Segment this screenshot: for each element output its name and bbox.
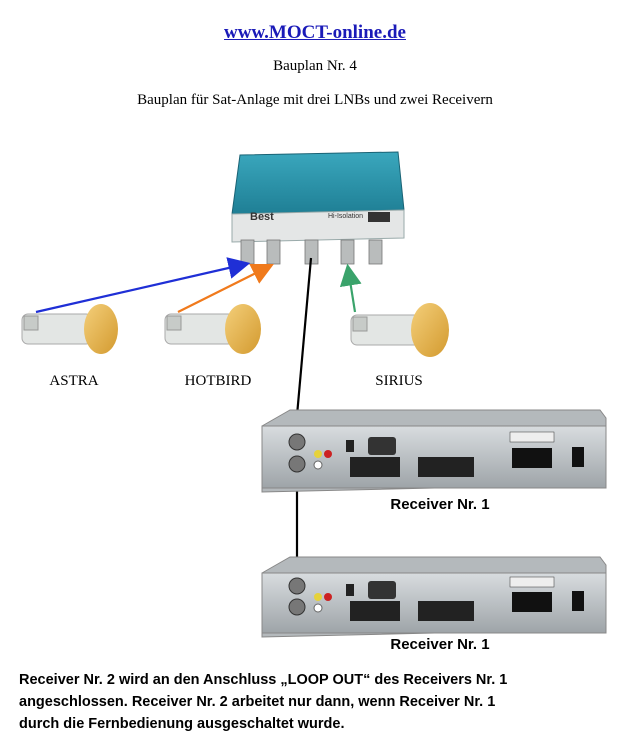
receiver-2-label: Receiver Nr. 1 (390, 636, 489, 653)
lnb-sirius (350, 303, 449, 357)
receiver-1 (261, 409, 607, 493)
lnb-astra (21, 304, 118, 354)
arrow-sirius (339, 263, 362, 313)
receiver-1-label: Receiver Nr. 1 (390, 496, 489, 513)
footer-note-line-2: angeschlossen. Receiver Nr. 2 arbeitet n… (19, 694, 496, 710)
lnb-hotbird (164, 304, 261, 354)
lnb-label-sirius: SIRIUS (375, 373, 423, 389)
switch-label: Hi-Isolation (328, 213, 363, 220)
footer-note-line-3: durch die Fernbedienung ausgeschaltet wu… (19, 716, 345, 732)
plan-number: Bauplan Nr. 4 (273, 58, 357, 74)
arrow-hotbird (177, 264, 274, 313)
footer-note: Receiver Nr. 2 wird an den Anschluss „LO… (19, 669, 619, 735)
footer-note-line-1: Receiver Nr. 2 wird an den Anschluss „LO… (19, 672, 508, 688)
arrow-switch-to-receiver1 (285, 257, 313, 443)
site-link[interactable]: www.MOCT-online.de (224, 22, 406, 43)
receiver-2 (261, 556, 607, 638)
plan-title: Bauplan für Sat-Anlage mit drei LNBs und… (137, 92, 493, 108)
diseqc-switch: Best Hi-Isolation (231, 151, 405, 265)
lnb-label-astra: ASTRA (49, 373, 98, 389)
switch-brand: Best (250, 211, 274, 223)
lnb-label-hotbird: HOTBIRD (185, 373, 252, 389)
arrow-astra (35, 257, 251, 314)
